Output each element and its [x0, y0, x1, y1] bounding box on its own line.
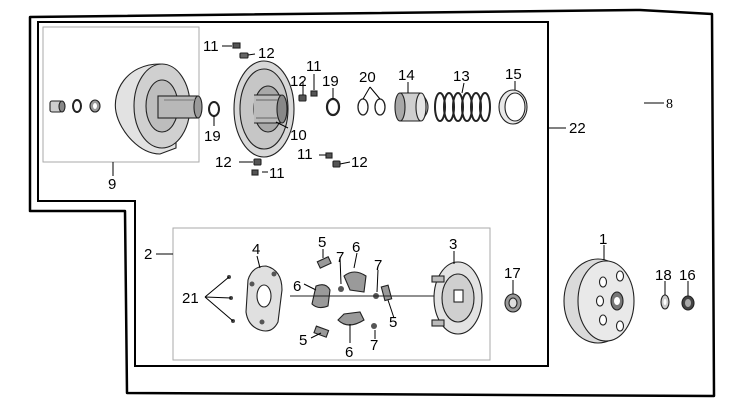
label-17: 17 [504, 265, 521, 282]
label-14: 14 [398, 67, 415, 84]
label-20: 20 [359, 69, 376, 86]
part-11-pin-low-left [251, 169, 259, 176]
part-11-pin-mid [310, 90, 318, 97]
label-11-low-right: 11 [297, 146, 313, 163]
part-3-drive-plate [431, 261, 483, 335]
part-13-spring [434, 92, 491, 122]
part-7-pin-bottom [371, 323, 377, 329]
part-21-pins [227, 275, 235, 323]
part-12-guide-top [239, 52, 249, 59]
label-13: 13 [453, 68, 470, 85]
label-15: 15 [505, 66, 522, 83]
part-9-bushing [89, 99, 101, 113]
label-7-right: 7 [374, 257, 382, 274]
part-1-clutch-housing [563, 258, 635, 344]
part-5-spring-bottom [313, 325, 330, 338]
label-12-low-right: 12 [351, 154, 368, 171]
label-2: 2 [144, 246, 152, 263]
part-16-nut [681, 295, 695, 311]
label-5-bottom: 5 [299, 332, 307, 349]
part-5-spring-right [380, 284, 393, 302]
inner-boundary-22 [37, 21, 549, 367]
part-18-washer [660, 294, 670, 310]
subassembly-box-2 [172, 227, 491, 361]
part-10-movable-sheave [233, 60, 295, 158]
label-22: 22 [569, 120, 586, 137]
label-12-top: 12 [258, 45, 275, 62]
label-1: 1 [599, 231, 607, 248]
leader-lines [156, 45, 689, 343]
label-18: 18 [655, 267, 672, 284]
label-5-right: 5 [389, 314, 397, 331]
part-19-left-ring [208, 101, 220, 117]
label-4: 4 [252, 241, 260, 258]
label-6-left: 6 [293, 278, 301, 295]
label-7-bottom: 7 [370, 337, 378, 354]
label-19-left: 19 [204, 128, 221, 145]
part-9-sheave [114, 63, 203, 155]
part-14-collar [394, 92, 429, 122]
part-6-shoe-bottom [337, 311, 365, 326]
part-9-ring [72, 99, 82, 113]
label-5-top: 5 [318, 234, 326, 251]
subassembly-box-9 [42, 26, 200, 163]
part-12-guide-low-right [332, 160, 341, 168]
part-11-pin-top [232, 42, 241, 49]
label-7-top: 7 [336, 249, 344, 266]
label-6-top: 6 [352, 239, 360, 256]
label-12-mid: 12 [290, 73, 307, 90]
label-10: 10 [290, 127, 307, 144]
part-15-spring-seat [498, 89, 528, 125]
part-12-guide-mid [298, 94, 307, 102]
label-12-low-left: 12 [215, 154, 232, 171]
part-4-plate [245, 265, 283, 332]
label-9: 9 [108, 176, 116, 193]
label-11-top: 11 [203, 38, 219, 55]
label-21: 21 [182, 290, 199, 307]
part-11-pin-low-right [325, 152, 333, 159]
label-11-mid: 11 [306, 58, 322, 75]
part-5-spring-top [316, 256, 332, 269]
part-9-small-bearing [49, 100, 66, 113]
label-19-right: 19 [322, 73, 339, 90]
part-12-guide-low-left [253, 158, 262, 166]
label-6-bottom: 6 [345, 344, 353, 361]
part-20-o-rings [357, 98, 386, 116]
part-6-shoe-top [343, 271, 367, 293]
outer-boundary-8 [28, 8, 716, 398]
label-11-low-left: 11 [269, 165, 285, 182]
label-8: 8 [666, 97, 673, 112]
part-7-pin-top [338, 286, 344, 292]
label-16: 16 [679, 267, 696, 284]
part-19-right-ring [325, 97, 341, 117]
label-3: 3 [449, 236, 457, 253]
part-17-nut [504, 293, 522, 313]
